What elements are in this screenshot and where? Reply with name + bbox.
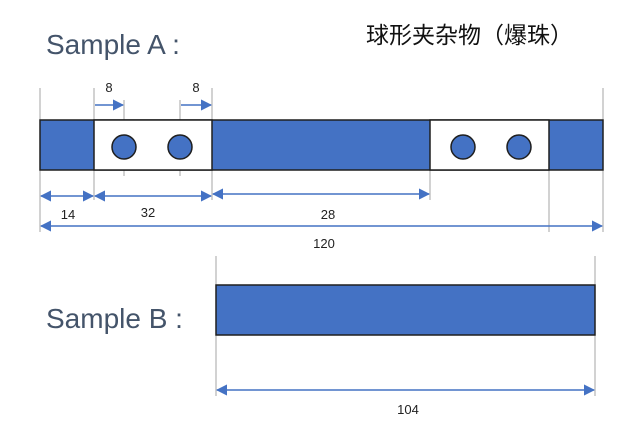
dim-label-gap: 28: [321, 207, 335, 222]
dim-label-hole-left: 8: [105, 80, 112, 95]
sample-a-bar: [39, 119, 604, 171]
sample-a-label: Sample A :: [46, 29, 180, 60]
inclusion-bead: [450, 134, 476, 160]
inclusion-bead: [506, 134, 532, 160]
dim-label-end: 14: [61, 207, 75, 222]
sample-a-dimensions: 8 8 14 32 28 120: [39, 80, 604, 251]
dim-label-total-a: 120: [313, 236, 335, 251]
inclusion-bead: [167, 134, 193, 160]
sample-b-dimensions: 104: [215, 384, 596, 417]
sample-b-bar: [215, 284, 596, 336]
dim-label-pitch: 32: [141, 205, 155, 220]
dim-label-total-b: 104: [397, 402, 419, 417]
diagram-title: 球形夹杂物（爆珠）: [366, 23, 573, 49]
inclusion-bead: [111, 134, 137, 160]
sample-b-label: Sample B :: [46, 303, 183, 334]
dim-label-hole-right: 8: [192, 80, 199, 95]
